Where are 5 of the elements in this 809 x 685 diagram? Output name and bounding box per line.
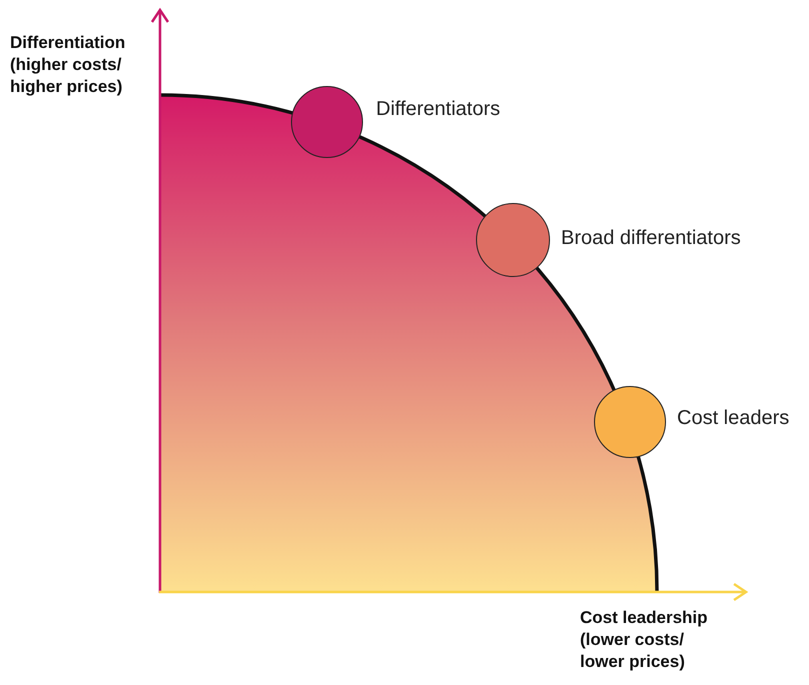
axis-label: Cost leadership (lower costs/ lower prices): [580, 607, 709, 673]
marker-label: Cost leaders: [677, 406, 790, 430]
axis-label: Differentiation (higher costs/ higher prices): [10, 32, 126, 98]
marker-label: Broad differentiators: [561, 226, 741, 250]
marker-label: Differentiators: [376, 97, 500, 121]
